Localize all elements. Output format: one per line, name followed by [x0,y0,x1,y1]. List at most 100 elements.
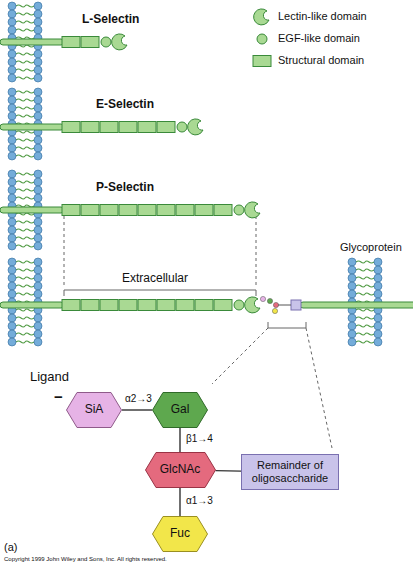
label-text: (a) [4,541,17,553]
lipid-head [8,58,16,66]
lipid-head [34,338,42,346]
lipid-head [34,330,42,338]
lipid-tail [16,229,34,231]
structural-domain [157,205,175,216]
lipid-head [34,112,42,120]
lipid-tail [16,173,34,175]
lipid-tail [16,333,34,335]
egf-domain [177,122,187,132]
structural-domain [157,300,175,311]
lipid-tail [16,13,34,15]
lipid-head [8,144,16,152]
sugar-hexagon: Gal [152,392,208,428]
lipid-head [34,314,42,322]
lipid-tail [16,147,34,149]
structural-domain [253,56,271,67]
lipid-head [34,226,42,234]
lipid-head [8,50,16,58]
lectin-domain [245,297,260,313]
extracellular-bracket [64,290,256,296]
lipid-head [348,314,356,322]
lectin-domain [245,202,260,218]
lipid-head [34,178,42,186]
sugar-hexagon: SiA [66,392,122,428]
lipid-head [8,10,16,18]
selectin-molecule [0,34,127,50]
hexagon-shape [67,393,122,428]
lipid-head [8,282,16,290]
lipid-head [34,274,42,282]
lipid-tail [16,245,34,247]
structural-domain [119,205,137,216]
egf-domain [101,37,111,47]
lipid-head [34,2,42,10]
transmembrane-rod [0,207,64,213]
structural-domain [214,300,232,311]
lipid-head [8,26,16,34]
lipid-tail [16,5,34,7]
lipid-head [8,152,16,160]
lipid-head [8,112,16,120]
lipid-head [8,330,16,338]
lipid-head [8,74,16,82]
lipid-head [34,144,42,152]
structural-domain [100,300,118,311]
sugar-residue [260,296,265,301]
lipid-head [34,152,42,160]
lipid-head [348,258,356,266]
hexagon-shape [145,453,215,488]
lipid-tail [16,77,34,79]
lipid-tail [16,115,34,117]
node-text: GlcNAc [145,463,216,477]
lipid-tail [16,197,34,199]
lectin-domain [188,119,203,135]
molecule-name: E-Selectin [96,98,154,111]
egf-domain [257,34,267,44]
lipid-head [8,96,16,104]
oligosaccharide-stub [291,300,301,310]
lipid-tail [16,341,34,343]
lipid-tail [16,221,34,223]
lipid-head [8,258,16,266]
legend-text: Lectin-like domain [278,10,367,22]
sugar-hexagon: GlcNAc [145,452,216,488]
legend-text: Structural domain [278,54,364,66]
sugar-residue [267,298,272,303]
linkage-label: β1→4 [185,433,214,444]
lipid-tail [16,107,34,109]
lipid-head [34,290,42,298]
structural-domain [62,37,80,48]
lipid-head [34,104,42,112]
linkage-label: α2→3 [124,393,153,404]
lipid-head [8,218,16,226]
lipid-head [34,266,42,274]
lipid-head [8,170,16,178]
lipid-head [8,136,16,144]
lipid-head [348,290,356,298]
label-text: Extracellular [122,272,188,285]
lipid-tail [16,99,34,101]
lipid-head [34,242,42,250]
ligand-bracket [268,322,306,328]
transmembrane-rod [0,302,64,308]
lipid-tail [16,269,34,271]
structural-domain [62,300,80,311]
lipid-tail [356,285,374,287]
lipid-head [8,104,16,112]
structural-domain [195,205,213,216]
lipid-head [374,282,382,290]
lectin-domain [112,34,127,50]
dashed-guide [256,216,257,288]
lipid-tail [356,261,374,263]
legend-symbols [253,9,271,67]
label-text: Ligand [30,370,69,384]
lipid-head [8,274,16,282]
lipid-tail [16,69,34,71]
selectin-molecule [0,119,203,135]
lipid-head [8,194,16,202]
lipid-tail [16,91,34,93]
structural-domain [62,122,80,133]
lipid-head [374,258,382,266]
lipid-head [34,136,42,144]
